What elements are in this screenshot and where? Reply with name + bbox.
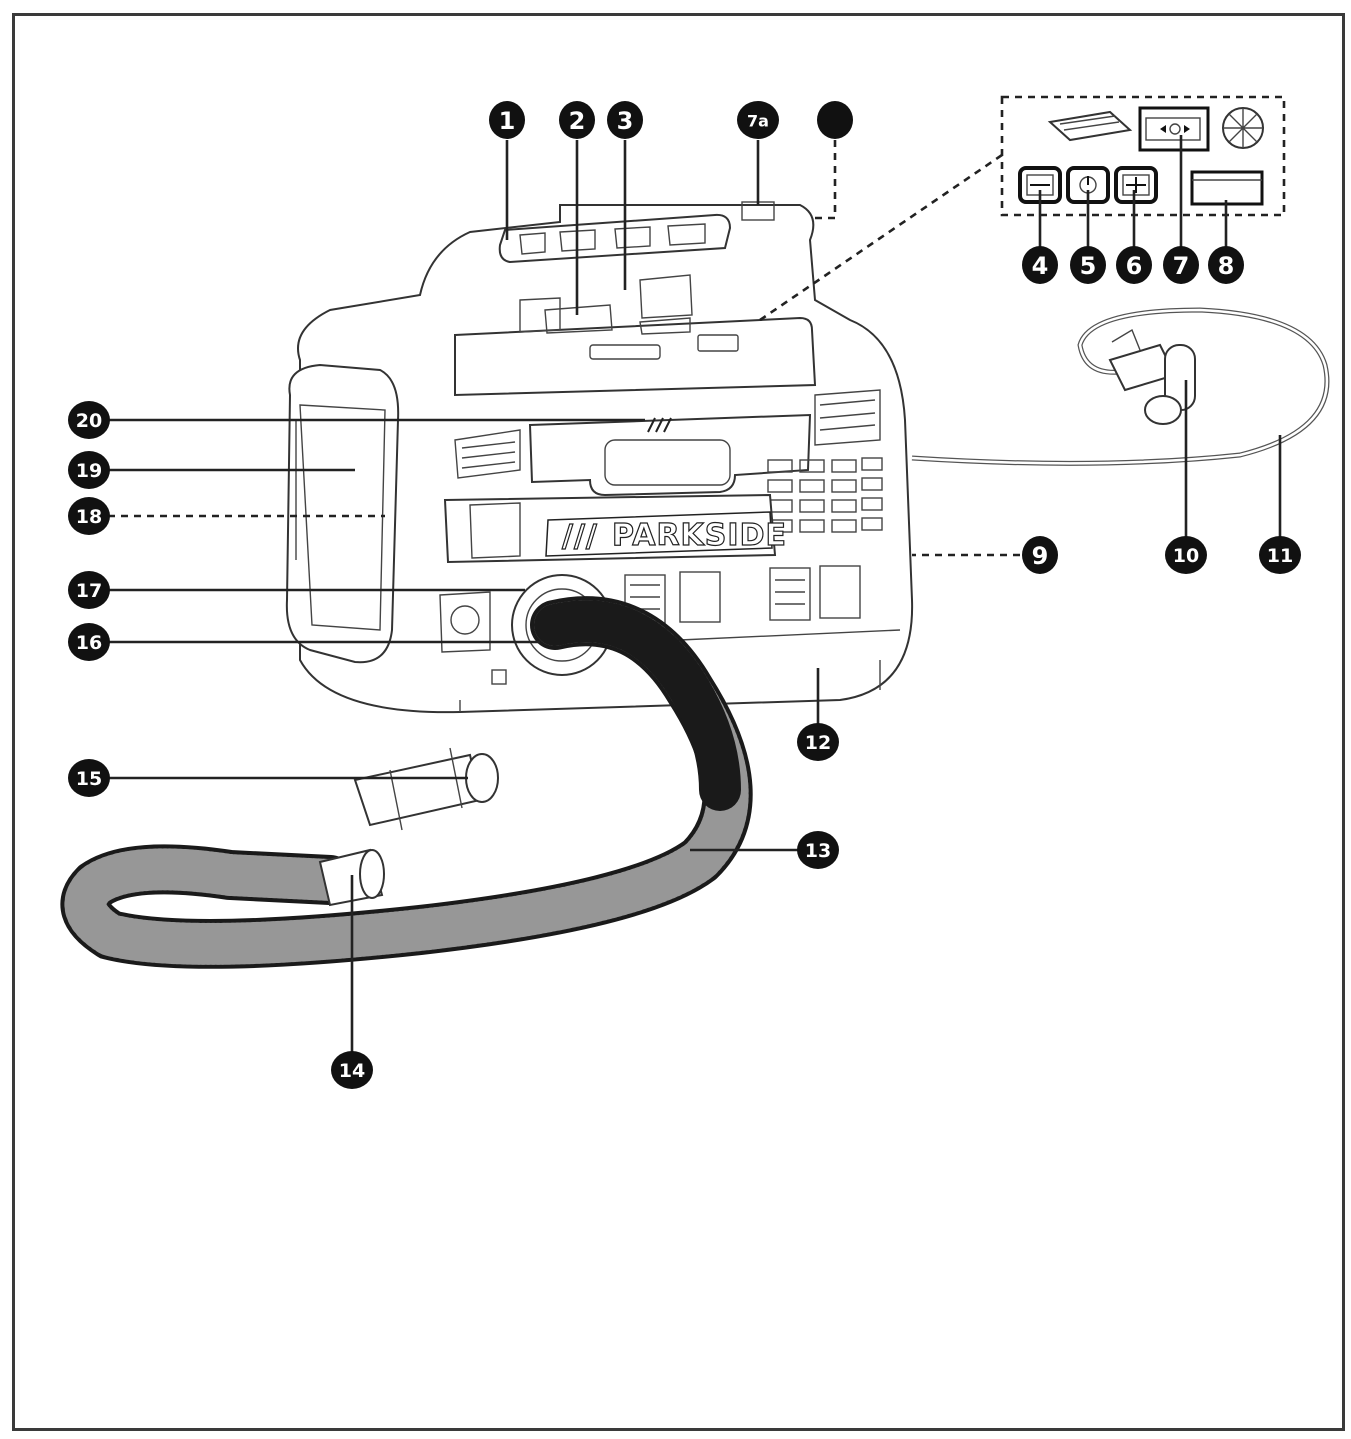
brand-logo-text: PARKSIDE (612, 518, 787, 553)
callout-c2: 2 (559, 101, 595, 139)
callout-label: 13 (805, 840, 831, 862)
callout-label: 17 (76, 580, 102, 602)
callout-badge (1208, 246, 1244, 284)
callout-c14: 14 (331, 1051, 373, 1089)
callout-label: 11 (1267, 545, 1293, 567)
callout-badge (797, 831, 839, 869)
callout-badge (68, 451, 110, 489)
inflate-button-icon (1114, 166, 1158, 204)
valve-adapter-cable (911, 307, 1330, 466)
callout-label: 19 (76, 460, 102, 482)
brand-logo: /// PARKSIDE (545, 511, 787, 557)
callout-c4: 4 (1022, 246, 1058, 284)
callout-c5: 5 (1070, 246, 1106, 284)
callout-c7b (817, 101, 853, 139)
callout-label: 5 (1080, 252, 1097, 280)
callout-c9: 9 (1022, 536, 1058, 574)
callout-c18: 18 (68, 497, 110, 535)
callout-badge (559, 101, 595, 139)
callout-badge (737, 101, 779, 139)
callout-c6: 6 (1116, 246, 1152, 284)
callout-c12: 12 (797, 723, 839, 761)
callout-label: 3 (617, 107, 634, 135)
callout-badge (68, 571, 110, 609)
figure-frame (12, 13, 1345, 1431)
display-icon (1190, 170, 1264, 206)
leader-lines (108, 135, 1282, 1052)
callout-label: 18 (76, 506, 102, 528)
callout-label: 8 (1218, 252, 1235, 280)
callout-badge (817, 101, 853, 139)
callout-c3: 3 (607, 101, 643, 139)
callout-label: 20 (76, 410, 102, 432)
callout-c1: 1 (489, 101, 525, 139)
deflate-button-icon (1018, 166, 1062, 204)
callout-badge (1259, 536, 1301, 574)
callout-c10: 10 (1165, 536, 1207, 574)
callout-label: 10 (1173, 545, 1199, 567)
control-panel-inset (759, 95, 1286, 322)
callout-label: 16 (76, 632, 102, 654)
callout-label: 7a (747, 112, 769, 131)
callout-badge (1022, 536, 1058, 574)
callout-badge (489, 101, 525, 139)
callout-badge (1022, 246, 1058, 284)
callout-label: 6 (1126, 252, 1143, 280)
callout-c8: 8 (1208, 246, 1244, 284)
hose (60, 596, 753, 969)
callout-label: 12 (805, 732, 831, 754)
callout-label: 4 (1032, 252, 1049, 280)
callout-c7: 7 (1163, 246, 1199, 284)
callout-c15: 15 (68, 759, 110, 797)
callout-c16: 16 (68, 623, 110, 661)
callout-badge (797, 723, 839, 761)
mode-selector-icon (1138, 106, 1210, 152)
callout-badge (607, 101, 643, 139)
callout-c19: 19 (68, 451, 110, 489)
handle-stripes (647, 417, 672, 433)
callout-c13: 13 (797, 831, 839, 869)
callout-c11: 11 (1259, 536, 1301, 574)
brand-logo-stripes: /// (562, 519, 598, 554)
callout-label: 15 (76, 768, 102, 790)
callout-badge (68, 497, 110, 535)
fan-icon (1222, 107, 1264, 149)
callout-badge (68, 401, 110, 439)
callout-label: 1 (499, 107, 516, 135)
callout-label: 14 (339, 1060, 365, 1082)
callout-c7a: 7a (737, 101, 779, 139)
callout-badge (1070, 246, 1106, 284)
callout-label: 2 (569, 107, 586, 135)
callout-badge (68, 623, 110, 661)
mattress-icon (1047, 110, 1133, 142)
callout-c20: 20 (68, 401, 110, 439)
callout-c17: 17 (68, 571, 110, 609)
callout-label: 7 (1173, 252, 1190, 280)
callout-badge (1116, 246, 1152, 284)
callout-badge (1163, 246, 1199, 284)
device-body (285, 201, 914, 714)
callout-label: 9 (1032, 542, 1049, 570)
callout-badge (68, 759, 110, 797)
callout-badge (331, 1051, 373, 1089)
callout-badge (1165, 536, 1207, 574)
